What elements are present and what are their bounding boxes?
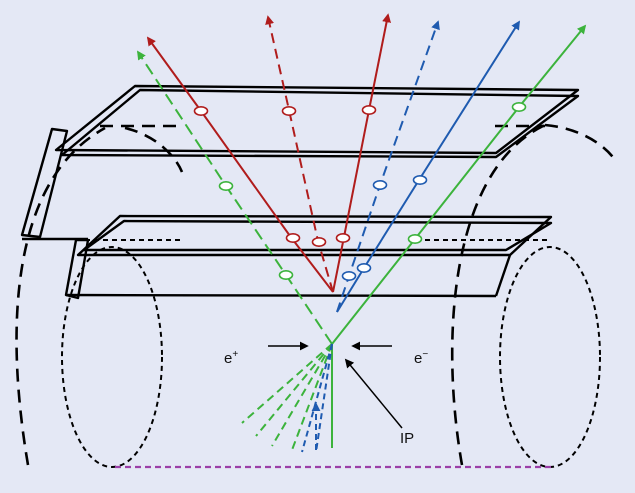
green-spray-1: [241, 343, 333, 424]
red-tracks: [146, 13, 392, 293]
green-tracks: [137, 24, 587, 451]
positron-label: e+: [224, 349, 239, 368]
green-spray-2: [255, 343, 333, 437]
inner-cylinder-right-end: [499, 246, 601, 468]
inner-cylinder-left-end: [61, 246, 163, 468]
green-track-left: [137, 50, 333, 345]
beam-arrows: [268, 341, 403, 429]
outer-cylinder-left-arc: [15, 126, 106, 466]
blue-hits: [341, 175, 428, 281]
outer-cylinder-left-back: [124, 126, 184, 173]
red-track-1: [146, 36, 334, 293]
blue-tracks: [336, 20, 520, 313]
red-hits: [193, 105, 377, 248]
red-track-2: [265, 15, 334, 293]
green-spray-3: [271, 343, 333, 447]
green-hits: [218, 102, 527, 280]
outer-cylinder-right-back: [544, 123, 617, 161]
electron-label: e−: [414, 349, 429, 368]
blue-track-2: [336, 20, 520, 313]
blue-spray: [301, 343, 333, 453]
blue-track-1: [336, 20, 440, 313]
ip-pointer: [344, 358, 403, 429]
upper-detector-plane: [20, 84, 580, 241]
lower-detector-plane: [64, 214, 553, 300]
red-track-3: [332, 13, 392, 293]
ip-label: IP: [400, 430, 415, 447]
green-track-right: [331, 24, 587, 345]
outer-cylinder-right-arc: [450, 123, 546, 466]
green-spray-4: [291, 343, 333, 451]
